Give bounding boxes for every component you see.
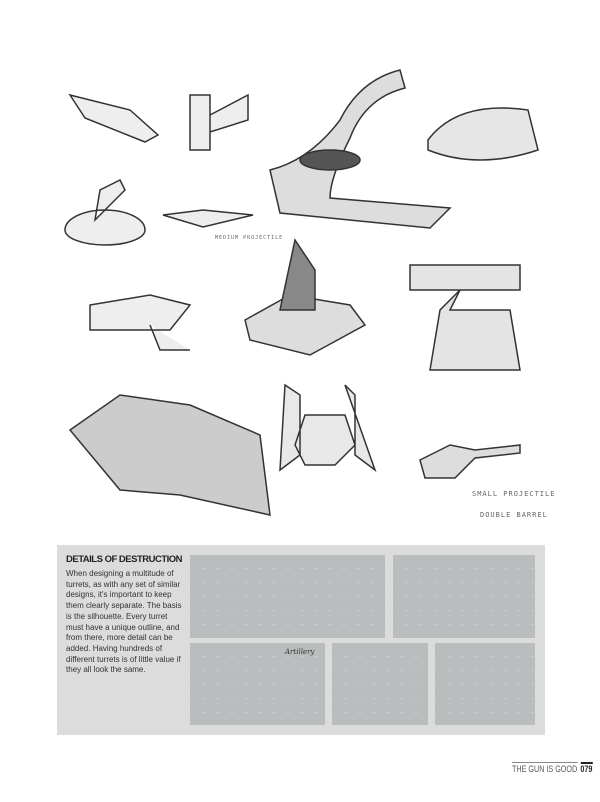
render-image-5 — [435, 643, 535, 725]
sidebar-box: DETAILS OF DESTRUCTION When designing a … — [57, 545, 545, 735]
note-small-projectile: SMALL PROJECTILE — [472, 490, 556, 498]
sidebar-body: When designing a multitude of turrets, a… — [66, 569, 182, 675]
turret-sketches — [64, 69, 539, 516]
render-image-1 — [190, 555, 385, 638]
note-artillery: Artillery — [285, 648, 315, 656]
book-title: THE GUN IS GOOD — [512, 762, 578, 774]
render-image-4 — [332, 643, 428, 725]
note-medium-projectile: MEDIUM PROJECTILE — [215, 235, 284, 241]
sidebar-title: DETAILS OF DESTRUCTION — [66, 554, 183, 565]
render-image-3: Artillery — [190, 643, 325, 725]
render-image-2 — [393, 555, 535, 638]
note-double-barrel: DOUBLE BARREL — [480, 511, 548, 519]
page-number: 079 — [580, 762, 593, 774]
